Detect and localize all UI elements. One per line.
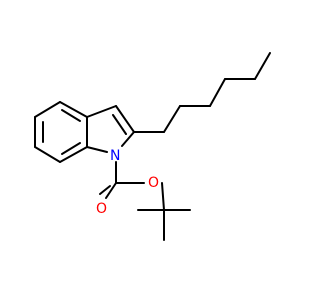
bond bbox=[86, 105, 117, 118]
benzene-ring bbox=[34, 101, 88, 163]
ester-oxygen-label: O bbox=[148, 175, 159, 191]
bond bbox=[105, 182, 117, 199]
nitrogen-atom-label: N bbox=[110, 148, 120, 164]
double-bond-inner bbox=[61, 142, 81, 155]
bond bbox=[59, 101, 88, 118]
hexyl-chain bbox=[133, 52, 271, 133]
double-bond-inner bbox=[112, 114, 127, 135]
bond bbox=[59, 146, 88, 163]
molecule-structure: N O O bbox=[34, 52, 271, 241]
pyrrole-ring bbox=[86, 105, 135, 153]
bond bbox=[209, 78, 226, 107]
bond bbox=[115, 105, 135, 133]
bond bbox=[254, 52, 271, 80]
boc-group bbox=[99, 161, 191, 241]
bond bbox=[34, 101, 61, 118]
double-bond-inner bbox=[61, 109, 81, 122]
carbonyl-oxygen-label: O bbox=[96, 201, 107, 217]
bond bbox=[121, 131, 135, 147]
bond bbox=[163, 105, 181, 133]
bond bbox=[161, 182, 165, 211]
bond bbox=[86, 146, 108, 153]
bond bbox=[34, 146, 61, 163]
double-bond-inner bbox=[99, 185, 111, 195]
